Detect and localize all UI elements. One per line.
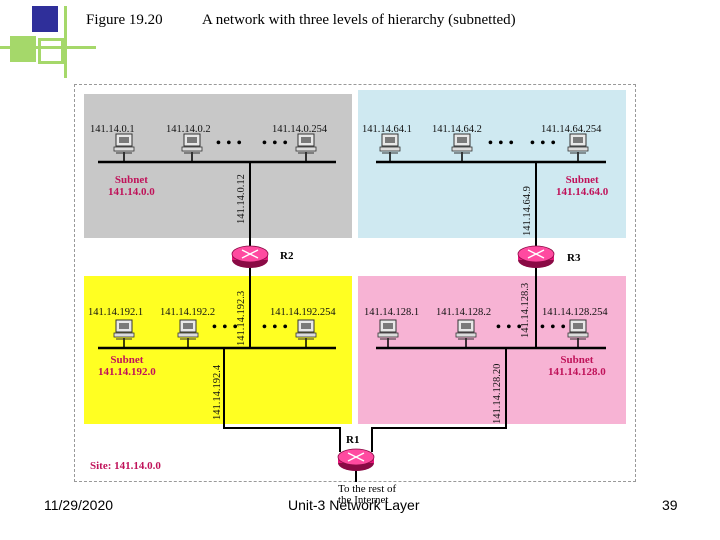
computer-icon bbox=[113, 319, 135, 340]
ellipsis: • • • bbox=[530, 136, 557, 151]
computer-icon bbox=[295, 319, 317, 340]
computer-icon bbox=[567, 319, 589, 340]
host-address: 141.14.192.254 bbox=[270, 307, 336, 318]
ellipsis: • • • bbox=[496, 320, 523, 335]
host-address: 141.14.128.1 bbox=[364, 307, 420, 318]
footer-title: Unit-3 Network Layer bbox=[288, 497, 420, 513]
host-address: 141.14.0.1 bbox=[90, 124, 135, 135]
subnet-label: Subnet 141.14.192.0 bbox=[98, 354, 156, 378]
computer-icon bbox=[113, 133, 135, 154]
router-r2-icon bbox=[231, 245, 269, 269]
ellipsis: • • • bbox=[216, 136, 243, 151]
figure-number: Figure 19.20 bbox=[86, 12, 163, 28]
host-address: 141.14.64.254 bbox=[541, 124, 602, 135]
host-address: 141.14.192.1 bbox=[88, 307, 144, 318]
footer-date: 11/29/2020 bbox=[44, 497, 114, 513]
page-number: 39 bbox=[662, 497, 678, 513]
router-r2-label: R2 bbox=[280, 250, 294, 262]
ellipsis: • • • bbox=[540, 320, 567, 335]
host-address: 141.14.128.2 bbox=[436, 307, 492, 318]
router-interface-address: 141.14.0.12 bbox=[236, 174, 247, 224]
host-address: 141.14.64.1 bbox=[362, 124, 412, 135]
host-address: 141.14.0.2 bbox=[166, 124, 211, 135]
figure-caption: A network with three levels of hierarchy… bbox=[202, 12, 516, 28]
computer-icon bbox=[177, 319, 199, 340]
computer-icon bbox=[181, 133, 203, 154]
computer-icon bbox=[377, 319, 399, 340]
host-address: 141.14.64.2 bbox=[432, 124, 482, 135]
site-label: Site: 141.14.0.0 bbox=[90, 460, 161, 472]
subnet-top-left-area bbox=[84, 94, 352, 238]
host-address: 141.14.0.254 bbox=[272, 124, 328, 135]
router-interface-address: 141.14.64.9 bbox=[522, 186, 533, 236]
host-address: 141.14.128.254 bbox=[542, 307, 608, 318]
router-r1-icon bbox=[337, 448, 375, 472]
uplink-interface-address: 141.14.192.4 bbox=[212, 364, 223, 420]
router-r3-icon bbox=[517, 245, 555, 269]
router-interface-address: 141.14.192.3 bbox=[236, 290, 247, 346]
subnet-bottom-right-area bbox=[358, 276, 626, 424]
computer-icon bbox=[451, 133, 473, 154]
subnet-label: Subnet 141.14.128.0 bbox=[548, 354, 606, 378]
ellipsis: • • • bbox=[262, 320, 289, 335]
ellipsis: • • • bbox=[212, 320, 239, 335]
host-address: 141.14.192.2 bbox=[160, 307, 216, 318]
subnet-label: Subnet 141.14.64.0 bbox=[556, 174, 609, 198]
internet-label: To the rest of the Internet bbox=[338, 483, 397, 506]
uplink-interface-address: 141.14.128.20 bbox=[492, 363, 503, 424]
computer-icon bbox=[379, 133, 401, 154]
ellipsis: • • • bbox=[488, 136, 515, 151]
computer-icon bbox=[455, 319, 477, 340]
computer-icon bbox=[295, 133, 317, 154]
ellipsis: • • • bbox=[262, 136, 289, 151]
computer-icon bbox=[567, 133, 589, 154]
router-r1-label: R1 bbox=[346, 434, 360, 446]
router-r3-label: R3 bbox=[567, 252, 581, 264]
subnet-top-right-area bbox=[358, 90, 626, 238]
corner-decoration bbox=[0, 0, 96, 84]
subnet-bottom-left-area bbox=[84, 276, 352, 424]
subnet-label: Subnet 141.14.0.0 bbox=[108, 174, 155, 198]
